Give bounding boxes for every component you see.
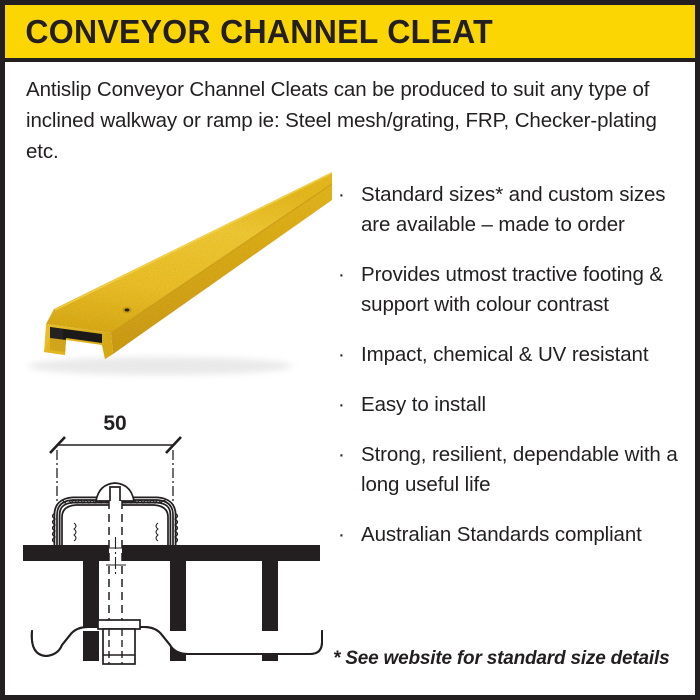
bullet-icon: · (338, 183, 345, 206)
cleat-front-face (111, 184, 332, 354)
cleat-left-leg (44, 338, 66, 355)
clamp-bracket (30, 626, 323, 657)
nut (102, 628, 136, 665)
grating-bar-1 (83, 561, 99, 661)
list-item-label: Impact, chemical & UV resistant (361, 343, 649, 366)
list-item-label: Provides utmost tractive footing & suppo… (361, 263, 663, 316)
technical-drawing: 50 (10, 405, 332, 695)
cleat-right-leg (102, 342, 113, 359)
dimension-50: 50 (49, 412, 182, 508)
list-item: · Impact, chemical & UV resistant (333, 340, 695, 370)
list-item-label: Standard sizes* and custom sizes are ava… (361, 183, 666, 236)
footnote: * See website for standard size details (333, 648, 670, 669)
features-list: · Standard sizes* and custom sizes are a… (333, 180, 695, 570)
dimension-label: 50 (103, 412, 126, 435)
list-item: · Easy to install (333, 390, 695, 420)
product-photo (10, 170, 332, 402)
cross-section-diagram: 50 (23, 412, 323, 665)
cleat-top-face (46, 172, 332, 333)
header-band: CONVEYOR CHANNEL CLEAT (5, 5, 695, 62)
page-title: CONVEYOR CHANNEL CLEAT (25, 13, 493, 50)
screw-head (94, 482, 136, 502)
list-item: · Provides utmost tractive footing & sup… (333, 260, 695, 320)
thread-marks (73, 522, 159, 542)
list-item-label: Australian Standards compliant (361, 523, 642, 546)
list-item-label: Strong, resilient, dependable with a lon… (361, 443, 678, 496)
list-item-label: Easy to install (361, 393, 486, 416)
photo-shadow (28, 357, 292, 375)
list-item: · Strong, resilient, dependable with a l… (333, 440, 695, 500)
list-item: · Standard sizes* and custom sizes are a… (333, 180, 695, 240)
washer (97, 619, 141, 630)
bullet-icon: · (338, 343, 345, 366)
grating-deck (23, 545, 320, 561)
cleat-edge-line (110, 183, 332, 334)
bullet-icon: · (338, 263, 345, 286)
cleat-top-highlight (54, 172, 332, 311)
fixing-hole (122, 306, 132, 314)
nut-and-washer (97, 619, 141, 665)
list-item: · Australian Standards compliant (333, 520, 695, 550)
intro-paragraph: Antislip Conveyor Channel Cleats can be … (26, 78, 657, 163)
product-photo-image (28, 172, 332, 375)
bullet-icon: · (338, 393, 345, 416)
left-column: 50 (10, 170, 332, 695)
bullet-icon: · (338, 443, 345, 466)
bullet-icon: · (338, 523, 345, 546)
